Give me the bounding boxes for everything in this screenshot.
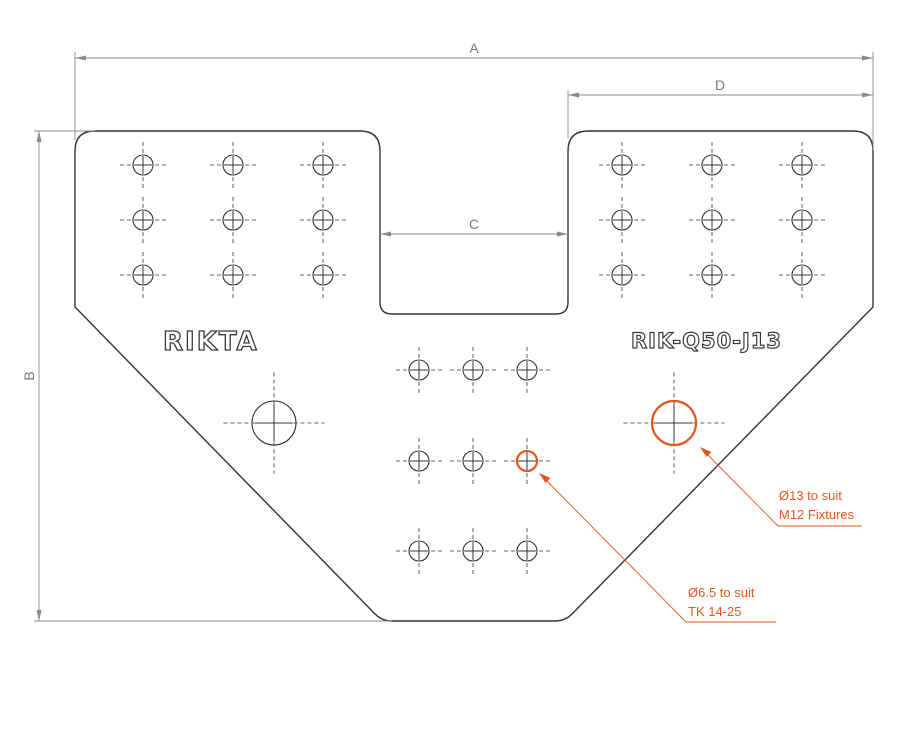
highlighted-large-hole	[623, 372, 725, 474]
dimension-b-label: B	[21, 371, 37, 380]
brand-logo: RIKTA	[163, 327, 259, 357]
small-hole-center-8	[450, 528, 496, 574]
small-hole-right-4	[599, 197, 645, 243]
callout-large-hole	[700, 447, 862, 527]
small-hole-right-3	[779, 142, 825, 188]
dimension-b	[34, 130, 392, 622]
callout-large-hole-line2: M12 Fixtures	[779, 507, 855, 522]
small-hole-center-2	[450, 347, 496, 393]
small-hole-right-2	[689, 142, 735, 188]
small-hole-right-9	[779, 252, 825, 298]
small-hole-left-3	[300, 142, 346, 188]
small-hole-left-5	[210, 197, 256, 243]
callout-small-hole	[539, 473, 776, 623]
callout-small-hole-line1: Ø6.5 to suit	[688, 585, 755, 600]
small-hole-right-7	[599, 252, 645, 298]
small-hole-right-8	[689, 252, 735, 298]
highlighted-small-hole	[504, 438, 550, 484]
part-number: RIK-Q50-J13	[631, 329, 782, 353]
small-hole-left-7	[120, 252, 166, 298]
small-hole-right-5	[689, 197, 735, 243]
small-hole-center-4	[396, 438, 442, 484]
small-hole-center-1	[396, 347, 442, 393]
large-hole-left	[223, 372, 325, 474]
callout-small-hole-line2: TK 14-25	[688, 604, 741, 619]
callout-large-hole-line1: Ø13 to suit	[779, 488, 842, 503]
small-hole-left-6	[300, 197, 346, 243]
small-hole-left-8	[210, 252, 256, 298]
dimension-c	[380, 231, 568, 237]
small-hole-right-6	[779, 197, 825, 243]
hole-pattern	[120, 142, 825, 574]
small-hole-left-2	[210, 142, 256, 188]
dimension-c-label: C	[469, 216, 479, 232]
dimension-a-label: A	[469, 40, 479, 56]
dimension-d	[567, 90, 873, 138]
small-hole-left-4	[120, 197, 166, 243]
small-hole-center-3	[504, 347, 550, 393]
dimension-d-label: D	[715, 77, 725, 93]
plate-outline	[74, 130, 874, 622]
small-hole-left-9	[300, 252, 346, 298]
small-hole-center-9	[504, 528, 550, 574]
dimension-a	[74, 52, 874, 150]
small-hole-right-1	[599, 142, 645, 188]
small-hole-center-5	[450, 438, 496, 484]
small-hole-center-7	[396, 528, 442, 574]
small-hole-left-1	[120, 142, 166, 188]
